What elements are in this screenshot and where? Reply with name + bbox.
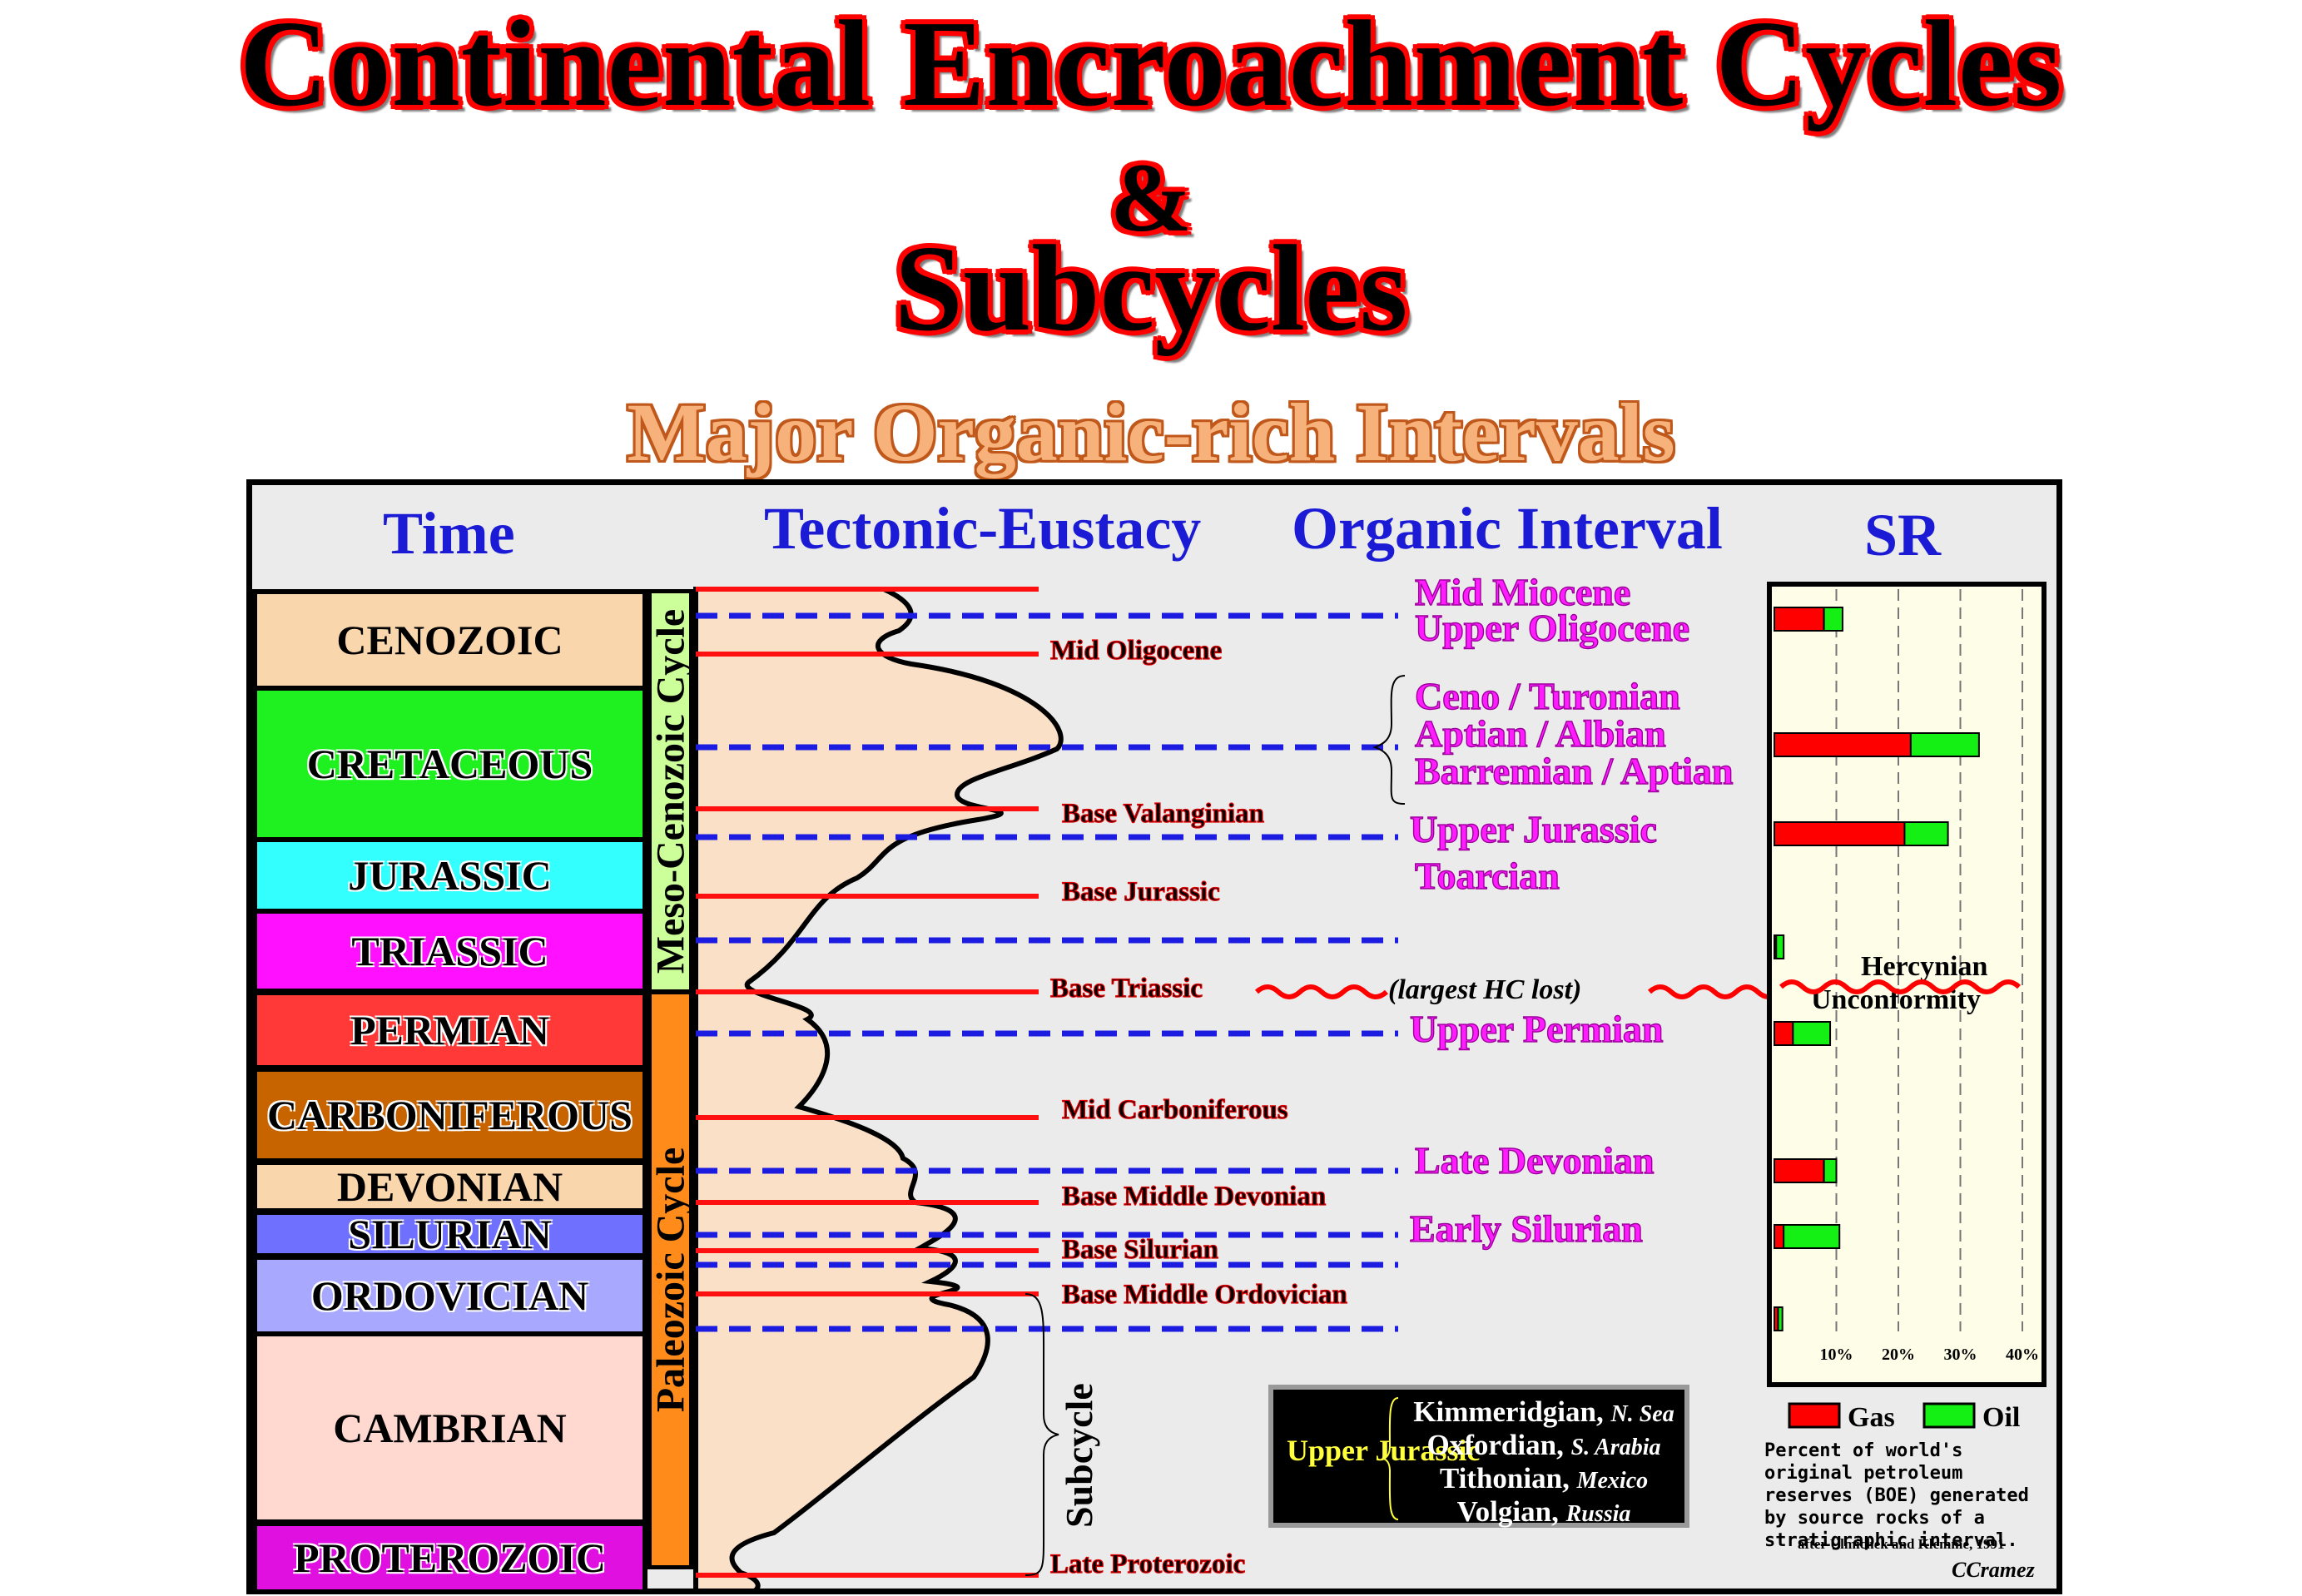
sr-tick-label: 10% — [1820, 1346, 1853, 1364]
oi-barremian-aptian: Barremian / Aptian — [1415, 750, 1734, 792]
cretaceous-brace — [1372, 675, 1406, 805]
sr-bar-oil — [1823, 1158, 1838, 1183]
hercynian-label: Hercynian — [1861, 951, 1987, 982]
main-title: Continental Encroachment Cycles — [239, 0, 2063, 132]
unconformity-squiggle-left — [1254, 984, 1389, 999]
eustatic-curve — [693, 587, 1064, 1594]
sr-bar-oil — [1792, 1021, 1832, 1046]
label-late-proterozoic: Late Proterozoic — [1050, 1549, 1245, 1579]
legend-oil-label: Oil — [1982, 1402, 2020, 1433]
sr-tick-label: 40% — [2006, 1346, 2039, 1364]
sr-bar-gas — [1774, 607, 1825, 632]
uj-item: Kimmeridgian, N. Sea — [1413, 1395, 1674, 1428]
label-base-middle-devonian: Base Middle Devonian — [1062, 1182, 1326, 1212]
sr-bar-gas — [1774, 1158, 1825, 1183]
header-organic-interval: Organic Interval — [1292, 495, 1723, 562]
sr-bar-oil — [1783, 1224, 1841, 1249]
sr-tick-labels: 10% 20% 30% 40% — [1820, 1346, 2040, 1364]
subtitle: Major Organic-rich Intervals — [627, 386, 1675, 478]
label-mid-carboniferous: Mid Carboniferous — [1062, 1095, 1288, 1125]
sr-bar-oil — [1777, 1306, 1784, 1331]
header-tectonic-eustacy: Tectonic-Eustacy — [764, 495, 1202, 562]
upper-jurassic-label: Upper Jurassic — [1287, 1434, 1481, 1467]
header-time: Time — [383, 500, 515, 567]
subcycle-label: Subcycle — [1058, 1383, 1100, 1528]
sr-bar-oil — [1823, 607, 1843, 632]
label-base-silurian: Base Silurian — [1062, 1235, 1218, 1265]
oi-upper-oligocene: Upper Oligocene — [1415, 607, 1689, 649]
meso-cenozoic-cycle-bar: Meso-Cenozoic Cycle — [647, 589, 693, 994]
oi-toarcian: Toarcian — [1415, 855, 1560, 897]
era-permian: PERMIAN — [252, 990, 647, 1070]
title-ampersand: & — [1109, 143, 1193, 252]
oi-early-silurian: Early Silurian — [1410, 1207, 1643, 1250]
oi-late-devonian: Late Devonian — [1415, 1139, 1655, 1182]
author-credit: CCramez — [1952, 1558, 2035, 1582]
oi-upper-permian: Upper Permian — [1410, 1008, 1664, 1050]
legend-gas-swatch — [1788, 1402, 1841, 1429]
era-proterozoic: PROTEROZOIC — [252, 1521, 647, 1594]
upper-jurassic-box: Upper Jurassic Kimmeridgian, N. Sea Oxfo… — [1268, 1385, 1689, 1528]
paleozoic-cycle-bar: Paleozoic Cycle — [647, 990, 693, 1569]
unconformity-squiggle-right — [1647, 984, 1782, 999]
sr-bar-oil — [1903, 821, 1949, 846]
label-base-middle-ordovician: Base Middle Ordovician — [1062, 1280, 1347, 1310]
upper-jurassic-brace — [1382, 1397, 1399, 1520]
legend-gas-label: Gas — [1848, 1402, 1895, 1433]
label-base-valanginian: Base Valanginian — [1062, 799, 1264, 829]
sr-bar-gas — [1774, 1224, 1785, 1249]
sr-bar-gas — [1774, 821, 1906, 846]
sr-unconformity-squiggle — [1779, 979, 2022, 994]
sr-bar-gas — [1774, 1021, 1794, 1046]
sr-bar-gas — [1774, 732, 1912, 757]
label-base-jurassic: Base Jurassic — [1062, 877, 1220, 907]
oi-mid-miocene: Mid Miocene — [1415, 571, 1630, 613]
subcycle-brace — [1024, 1293, 1059, 1576]
sr-bars — [1774, 607, 1980, 1331]
oi-ceno-turonian: Ceno / Turonian — [1415, 675, 1680, 717]
label-mid-oligocene: Mid Oligocene — [1050, 636, 1222, 666]
sr-tick-label: 20% — [1882, 1346, 1915, 1364]
era-devonian: DEVONIAN — [252, 1160, 647, 1213]
sr-bar-oil — [1909, 732, 1980, 757]
title-subcycles: Subcycles — [894, 221, 1408, 357]
uj-item: Volgian, Russia — [1456, 1495, 1631, 1528]
sr-chart-source: after Ulmichek and Klemme, 1991 — [1798, 1536, 2005, 1552]
label-base-triassic: Base Triassic — [1050, 974, 1203, 1004]
header-sr: SR — [1864, 502, 1942, 568]
sr-gridlines — [1835, 589, 2023, 1331]
sr-tick-label: 30% — [1944, 1346, 1977, 1364]
upper-jurassic-list: Kimmeridgian, N. Sea Oxfordian, S. Arabi… — [1398, 1396, 1689, 1529]
sr-bar-oil — [1775, 934, 1785, 959]
uj-item: Oxfordian, S. Arabia — [1426, 1429, 1661, 1461]
era-cretaceous: CRETACEOUS — [252, 686, 647, 842]
oi-upper-jurassic: Upper Jurassic — [1410, 808, 1657, 850]
uj-item: Tithonian, Mexico — [1439, 1462, 1649, 1494]
legend-oil-swatch — [1922, 1402, 1976, 1429]
oi-aptian-albian: Aptian / Albian — [1415, 712, 1666, 755]
largest-hc-lost: (largest HC lost) — [1388, 974, 1581, 1005]
sr-chart-note: Percent of world's original petroleum re… — [1764, 1440, 2029, 1551]
